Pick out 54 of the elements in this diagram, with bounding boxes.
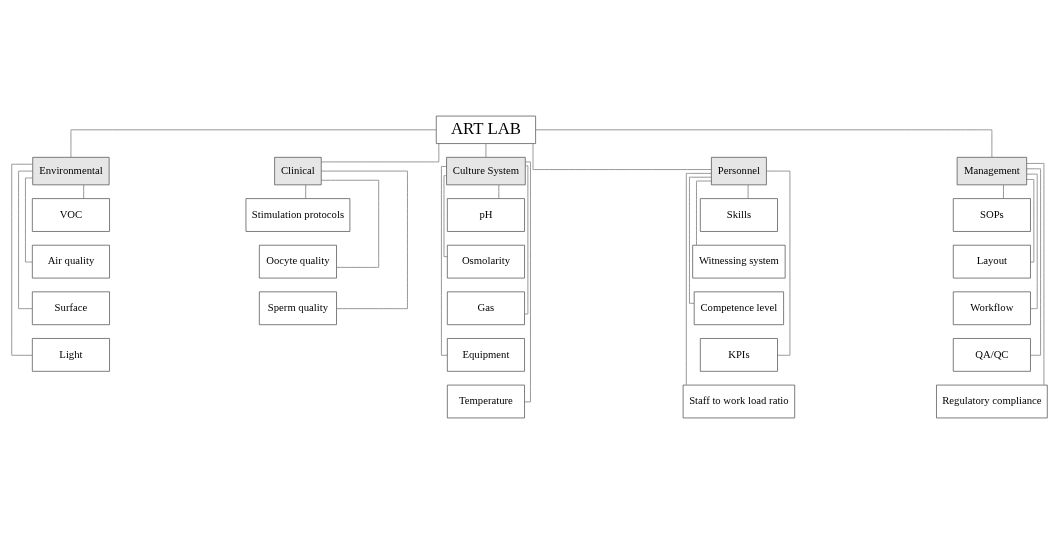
node-box: Temperature xyxy=(446,384,525,418)
node-box: Competence level xyxy=(693,290,784,325)
node-box: Surface xyxy=(31,290,110,325)
connector xyxy=(25,177,33,262)
node-box: Clinical xyxy=(274,156,322,185)
node-box: Management xyxy=(956,156,1028,185)
node-box: ART LAB xyxy=(435,115,536,144)
node-box: KPIs xyxy=(699,337,778,372)
connector xyxy=(685,172,712,385)
connector xyxy=(1026,162,1045,385)
connector xyxy=(11,163,33,356)
connector xyxy=(747,184,749,199)
node-box: Personnel xyxy=(711,156,767,185)
connector xyxy=(83,184,85,199)
connector xyxy=(321,142,440,162)
connector xyxy=(70,128,437,157)
node-box: Regulatory compliance xyxy=(936,384,1048,418)
connector xyxy=(1026,178,1035,262)
node-box: Skills xyxy=(699,197,778,232)
node-box: Stimulation protocols xyxy=(245,197,351,232)
connector xyxy=(1026,167,1041,356)
node-box: Oocyte quality xyxy=(258,244,337,278)
connector xyxy=(498,184,500,199)
connector xyxy=(443,174,448,257)
connector xyxy=(1026,173,1038,309)
node-box: pH xyxy=(446,197,525,232)
node-box: Equipment xyxy=(446,337,525,372)
connector xyxy=(305,184,307,199)
node-box: Environmental xyxy=(32,156,110,185)
node-box: Gas xyxy=(446,290,525,325)
node-box: Layout xyxy=(952,244,1031,278)
node-box: Light xyxy=(31,337,110,372)
connector xyxy=(524,164,529,314)
node-box: Culture System xyxy=(446,156,526,185)
node-box: Osmolarity xyxy=(446,244,525,278)
node-box: Witnessing system xyxy=(692,244,786,278)
connector xyxy=(532,142,712,170)
connector xyxy=(689,176,712,304)
connector xyxy=(1003,184,1004,199)
connector xyxy=(485,142,487,157)
connector xyxy=(18,170,33,309)
connector xyxy=(524,161,531,402)
connector xyxy=(535,128,993,157)
connector xyxy=(696,180,712,245)
node-box: VOC xyxy=(31,197,110,232)
node-box: Staff to work load ratio xyxy=(682,384,796,418)
node-box: Workflow xyxy=(952,290,1031,325)
node-box: Sperm quality xyxy=(258,290,337,325)
connector xyxy=(320,179,380,268)
node-box: SOPs xyxy=(952,197,1031,232)
connector xyxy=(441,165,448,356)
node-box: Air quality xyxy=(31,244,110,278)
connector xyxy=(321,170,408,309)
node-box: QA/QC xyxy=(952,337,1031,372)
